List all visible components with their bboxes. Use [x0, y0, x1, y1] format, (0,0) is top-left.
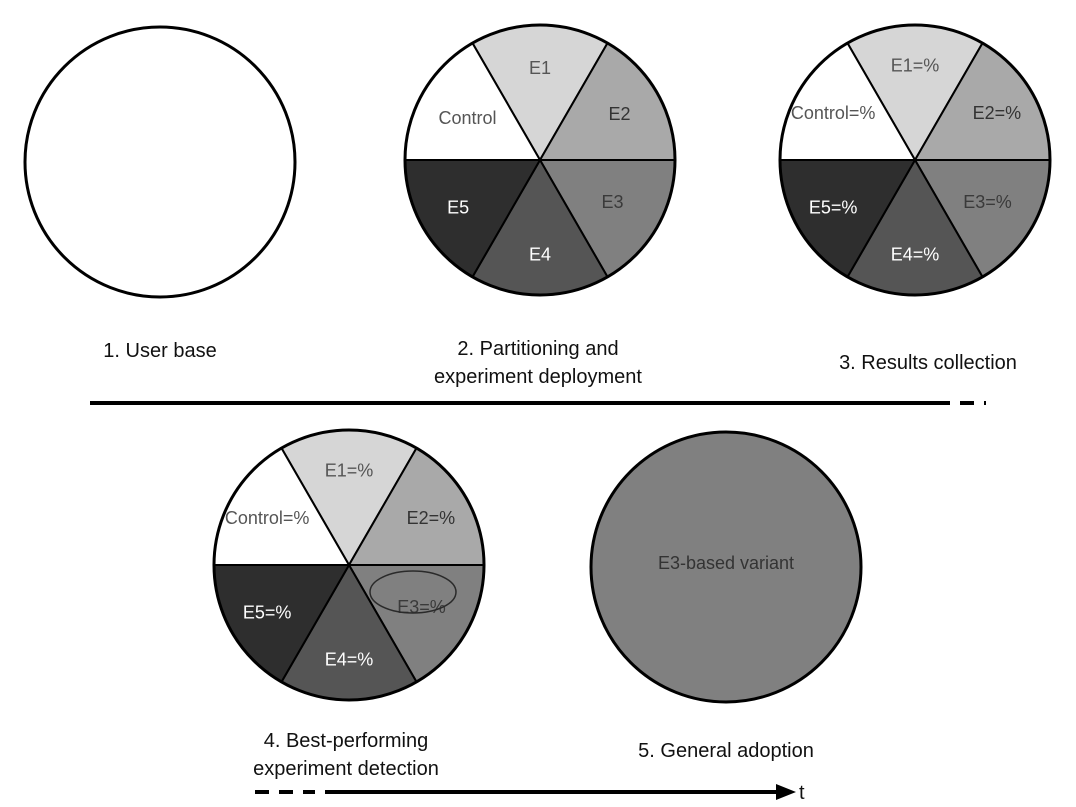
detection-label-e4: E4=% — [325, 650, 374, 670]
results-pie: E1=% E2=% E3=% E4=% E5=% Control=% — [778, 23, 1052, 297]
time-axis-label: t — [799, 782, 805, 804]
user-base-circle — [23, 25, 297, 299]
detection-label-e1: E1=% — [325, 461, 374, 481]
detection-label-e2: E2=% — [407, 508, 456, 528]
partitioning-label-e5: E5 — [447, 197, 469, 217]
partitioning-label-control: Control — [438, 108, 496, 128]
partitioning-label-e4: E4 — [529, 245, 551, 265]
partitioning-pie-outline — [403, 23, 677, 297]
results-label-e1: E1=% — [891, 56, 940, 76]
stage-1-label: 1. User base — [103, 340, 216, 362]
results-pie-outline — [778, 23, 1052, 297]
adoption-variant-label: E3-based variant — [658, 553, 794, 573]
results-label-e3: E3=% — [963, 192, 1012, 212]
detection-pie-outline — [212, 428, 486, 702]
stage-5-label: 5. General adoption — [638, 740, 814, 762]
detection-label-e5: E5=% — [243, 602, 292, 622]
timeline-arrowhead — [776, 784, 796, 800]
stage-2-label-line-1: 2. Partitioning and — [457, 338, 618, 360]
detection-pie: E1=% E2=% E3=% E4=% E5=% Control=% — [212, 428, 486, 702]
results-label-control: Control=% — [791, 103, 876, 123]
results-label-e4: E4=% — [891, 245, 940, 265]
partitioning-label-e3: E3 — [601, 192, 623, 212]
stage-4-label-line-2: experiment detection — [253, 758, 439, 780]
detection-label-control: Control=% — [225, 508, 310, 528]
stage-2-label-line-2: experiment deployment — [434, 366, 642, 388]
results-label-e5: E5=% — [809, 197, 858, 217]
results-label-e2: E2=% — [973, 103, 1022, 123]
best-experiment-highlight-ellipse — [369, 570, 457, 614]
stage-4-label-line-1: 4. Best-performing — [264, 730, 429, 752]
detection-label-e3: E3=% — [397, 597, 446, 617]
general-adoption-circle — [589, 430, 863, 704]
partitioning-label-e2: E2 — [608, 104, 630, 124]
partitioning-label-e1: E1 — [529, 58, 551, 78]
stage-3-label: 3. Results collection — [839, 352, 1017, 374]
